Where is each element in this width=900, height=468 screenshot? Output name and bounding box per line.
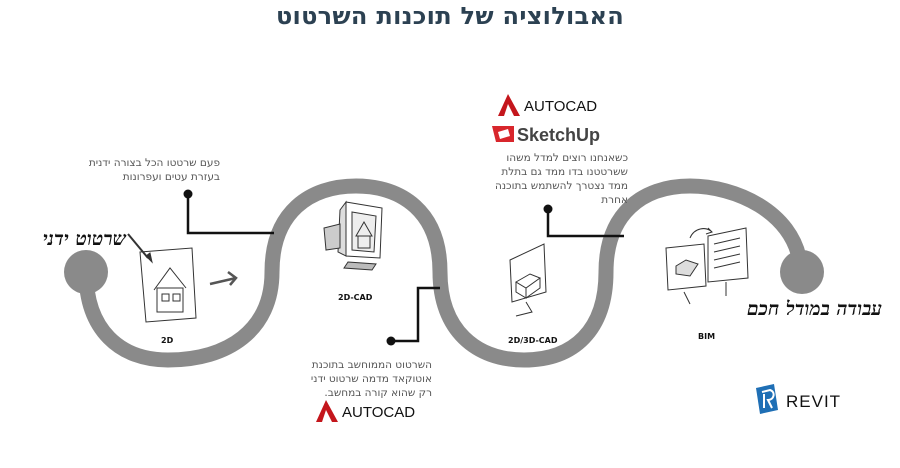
bim-workstation-icon <box>665 227 749 305</box>
connector-3 <box>546 210 624 238</box>
autocad-brand-bottom: AUTOCAD <box>342 404 416 421</box>
note-manual: פעם שרטטו הכל בצורה ידנית בעזרת עטים ועפ… <box>60 156 220 184</box>
note-autocad-line-3: רק שהוא קורה במחשב. <box>324 387 432 399</box>
note-3d-line-4: אחרת <box>601 194 628 206</box>
end-node <box>780 250 824 294</box>
sketchup-logo-icon <box>492 126 514 142</box>
timeline-track <box>78 178 808 368</box>
stage-2d-3d-cad-label: 2D/3D-CAD <box>508 336 558 345</box>
autocad-logo-top-icon <box>498 94 520 116</box>
note-autocad-line-1: השרטוט הממוחשב בתוכנת <box>311 359 432 371</box>
autocad-brand-top: AUTOCAD <box>524 98 598 115</box>
page-title: האבולוציה של תוכנות השרטוט <box>275 2 625 30</box>
revit-brand: REVIT <box>786 392 842 411</box>
stage-2d-cad-label: 2D-CAD <box>338 293 373 302</box>
stage-bim-label: BIM <box>698 332 716 341</box>
connector-2-dot <box>386 336 396 346</box>
manual-drafting-label: שרטוט ידני <box>42 228 126 250</box>
note-autocad-line-2: אוטוקאד מדמה שרטוט ידני <box>310 373 432 385</box>
note-manual-line-1: פעם שרטטו הכל בצורה ידנית <box>88 157 220 169</box>
stage-2d-label: 2D <box>161 336 174 345</box>
note-3d-line-3: ממד נצטרך להשתמש בתוכנה <box>494 180 628 192</box>
connector-3-dot <box>543 204 553 214</box>
connector-2 <box>394 286 440 343</box>
revit-logo-icon <box>756 384 778 414</box>
flat-monitor-3d-icon <box>509 243 547 317</box>
connector-1-dot <box>183 189 193 199</box>
note-3d-line-2: ששרטטנו בדו ממד גם בתלת <box>501 166 628 178</box>
connector-1 <box>186 196 274 235</box>
paper-house-sketch-icon <box>127 233 197 323</box>
smart-model-label: עבודה במודל חכם <box>746 298 882 320</box>
arrow-right-icon <box>209 271 238 286</box>
note-3d-line-1: כשאנחנו רוצים למדל משהו <box>506 152 628 164</box>
autocad-logo-bottom-icon <box>316 400 338 422</box>
note-manual-line-2: בעזרת עטים ועפרונות <box>122 171 220 183</box>
crt-monitor-icon <box>323 200 383 271</box>
sketchup-brand: SketchUp <box>517 125 601 145</box>
start-node <box>64 250 108 294</box>
note-autocad: השרטוט הממוחשב בתוכנת אוטוקאד מדמה שרטוט… <box>270 358 432 400</box>
note-3d: כשאנחנו רוצים למדל משהו ששרטטנו בדו ממד … <box>476 151 628 207</box>
